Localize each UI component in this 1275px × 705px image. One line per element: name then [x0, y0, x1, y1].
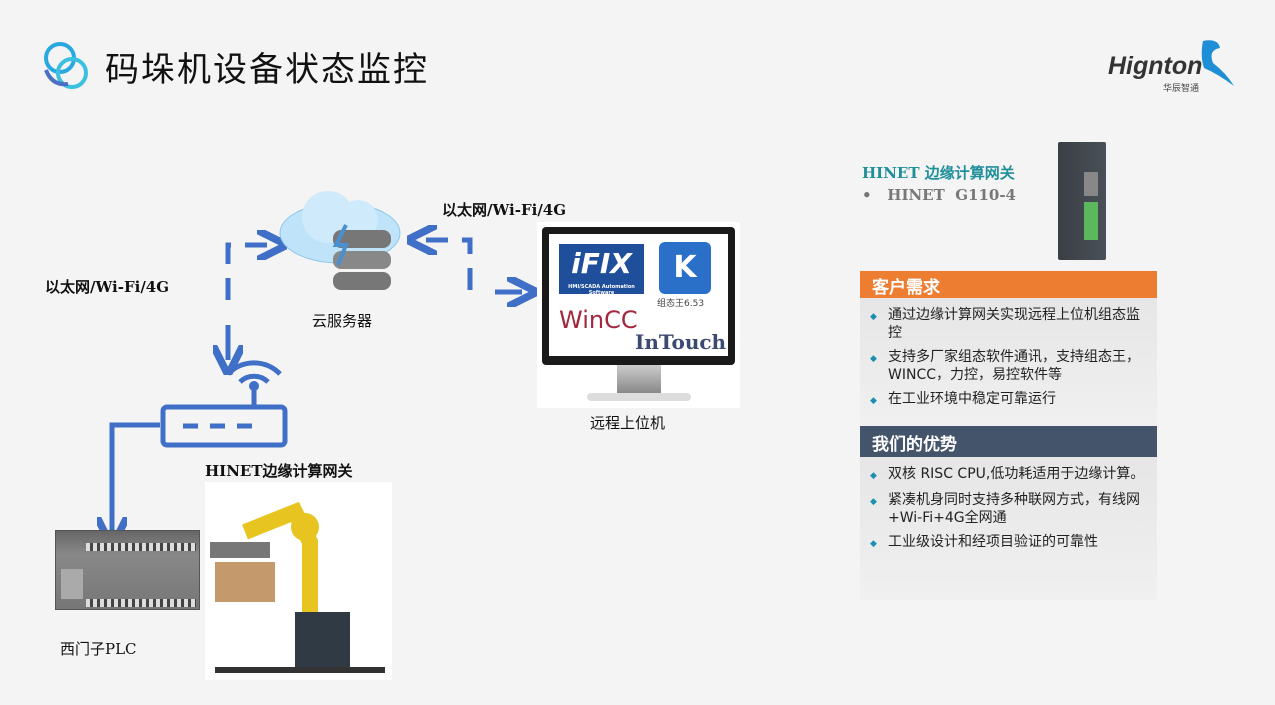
gateway-device-image — [1058, 142, 1106, 260]
link-label-left: 以太网/Wi-Fi/4G — [45, 278, 170, 296]
kingview-logo: K — [659, 242, 711, 294]
page-title: 码垛机设备状态监控 — [105, 50, 429, 90]
needs-header: 客户需求 — [860, 271, 1157, 298]
cloud-label: 云服务器 — [312, 312, 373, 330]
needs-item: ◆在工业环境中稳定可靠运行 — [870, 391, 1056, 407]
needs-item: ◆通过边缘计算网关实现远程上位机组态监控 — [870, 307, 1140, 341]
advantage-item: ◆工业级设计和经项目验证的可靠性 — [870, 534, 1098, 550]
advantages-panel: 我们的优势 ◆双核 RISC CPU,低功耗适用于边缘计算。 ◆紧凑机身同时支持… — [860, 426, 1157, 600]
connection-arrows — [0, 0, 800, 700]
gateway-label: HINET边缘计算网关 — [205, 462, 353, 480]
cloud-server-icon — [279, 191, 401, 290]
needs-item: ◆支持多厂家组态软件通讯，支持组态王，WINCC，力控，易控软件等 — [870, 349, 1140, 383]
gateway-router-icon — [160, 360, 288, 448]
plc-label: 西门子PLC — [60, 640, 137, 658]
brand-rings-icon — [44, 42, 88, 89]
siemens-plc-image — [55, 530, 200, 610]
product-title: HINET 边缘计算网关 — [862, 164, 1015, 182]
palletizing-robot-image — [205, 482, 392, 680]
hignton-logo: Hignton 华辰智通 — [1108, 38, 1238, 94]
product-model: • HINET G110-4 — [862, 186, 1016, 204]
wincc-logo: WinCC — [559, 306, 638, 334]
customer-needs-panel: 客户需求 ◆通过边缘计算网关实现远程上位机组态监控 ◆支持多厂家组态软件通讯，支… — [860, 271, 1157, 426]
advantage-item: ◆紧凑机身同时支持多种联网方式，有线网+Wi-Fi+4G全网通 — [870, 492, 1140, 526]
monitor-label: 远程上位机 — [590, 414, 666, 432]
intouch-logo: InTouch — [635, 330, 727, 354]
link-label-top: 以太网/Wi-Fi/4G — [442, 201, 567, 219]
advantages-header: 我们的优势 — [860, 426, 1157, 457]
advantage-item: ◆双核 RISC CPU,低功耗适用于边缘计算。 — [870, 466, 1145, 482]
